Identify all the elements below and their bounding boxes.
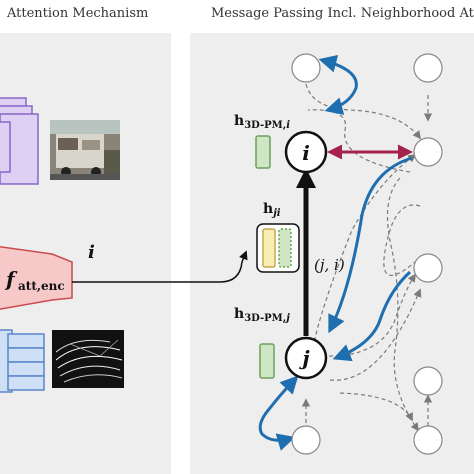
node-i-label: i <box>302 141 310 165</box>
node-top-right <box>413 53 443 83</box>
edge-j-i-label: (j, i) <box>314 256 345 274</box>
node-bottom-left <box>291 425 321 455</box>
blue-message-edges <box>258 54 413 451</box>
attention-encoder-block: f att,enc <box>0 245 73 310</box>
node-right-upper <box>413 137 443 167</box>
encoder-f-symbol: f <box>4 267 18 291</box>
node-i <box>284 130 328 174</box>
input-index-label: i <box>88 242 95 263</box>
node-j <box>284 336 328 380</box>
camera-image-thumbnail <box>50 120 120 180</box>
hji-message-feature <box>256 223 300 273</box>
message-passing-heading: Message Passing Incl. Neighborhood Att <box>211 6 474 21</box>
node-right-lower <box>413 366 443 396</box>
hji-label: hji <box>263 201 281 219</box>
image-cnn-stack <box>0 97 39 185</box>
attention-mechanism-heading: Attention Mechanism <box>7 6 149 21</box>
h3d-pm-j-feature <box>259 343 275 379</box>
graph-nodes <box>284 53 443 455</box>
h3d-pm-i-feature <box>255 135 271 169</box>
node-top-left <box>291 53 321 83</box>
node-bottom-right <box>413 425 443 455</box>
node-right-middle <box>413 253 443 283</box>
encoder-to-hji-arrow <box>72 250 248 283</box>
h3d-pm-i-label: h3D-PM,i <box>234 113 290 131</box>
encoder-subscript: att,enc <box>18 279 65 293</box>
h3d-pm-j-label: h3D-PM,j <box>234 306 290 324</box>
lidar-scan-thumbnail <box>52 330 124 388</box>
lidar-cnn-stack <box>0 329 45 393</box>
